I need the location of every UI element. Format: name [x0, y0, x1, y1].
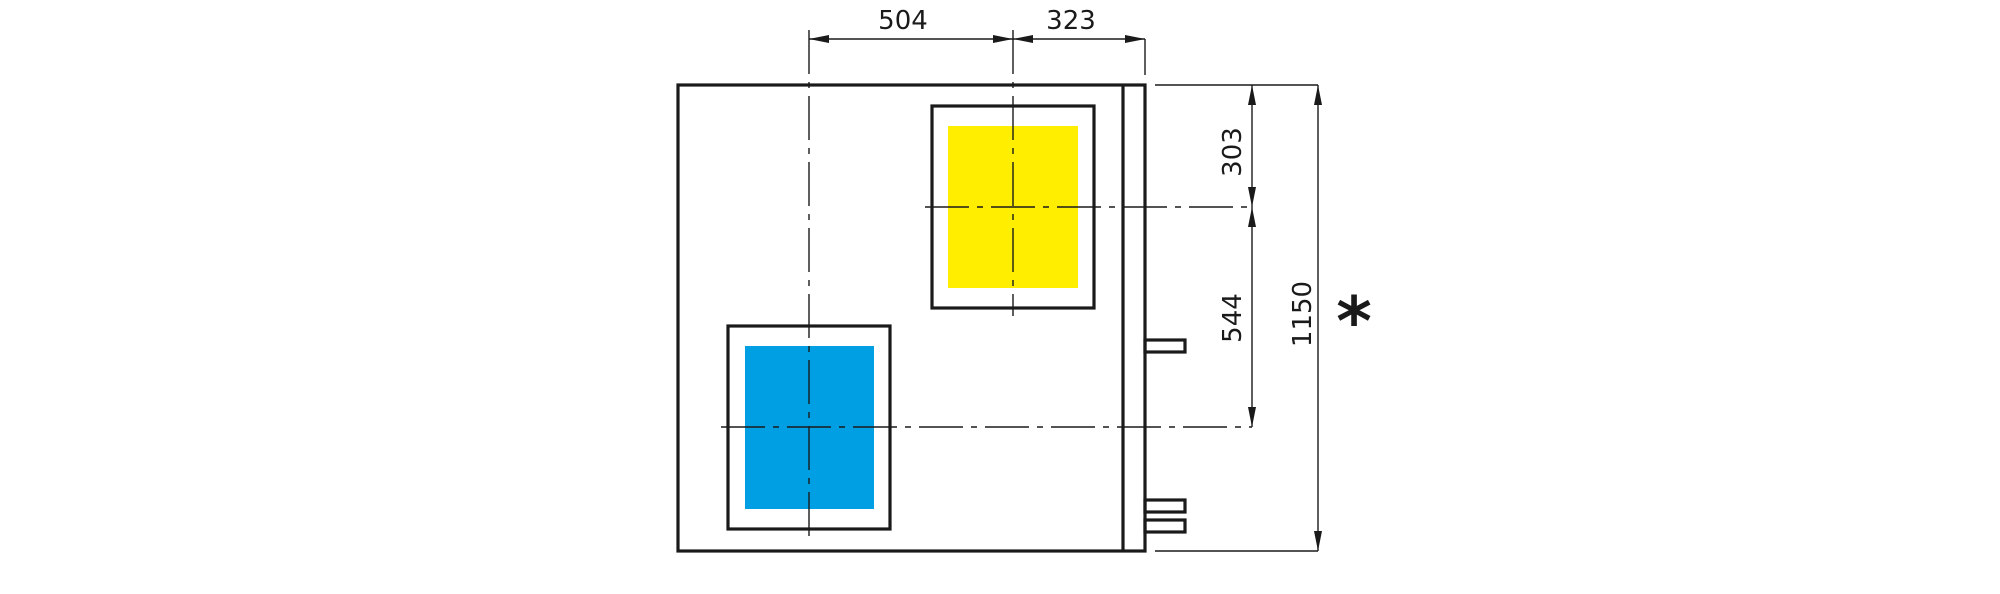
- dim-label-right-upper: 303: [1218, 127, 1248, 177]
- dim-overall-arrow-bottom: [1314, 531, 1322, 551]
- dim-label-top-right: 323: [1046, 6, 1096, 36]
- note-asterisk: *: [1336, 283, 1372, 362]
- dim-label-right-lower: 544: [1218, 293, 1248, 343]
- dim-label-overall: 1150: [1288, 281, 1318, 347]
- connector-lower-2: [1143, 518, 1187, 534]
- cabinet-outline: [676, 83, 1147, 553]
- connector-lower-1: [1143, 498, 1187, 514]
- dim-right-upper-arrow-top: [1248, 85, 1256, 105]
- dim-label-top-left: 504: [878, 6, 928, 36]
- dim-right-lower-arrow-top: [1248, 207, 1256, 227]
- dim-overall-arrow-top: [1314, 85, 1322, 105]
- dim-top-arrow-left-start: [809, 35, 829, 43]
- dim-top-arrow-right-end: [1125, 35, 1145, 43]
- dim-right-upper-arrow-bottom: [1248, 187, 1256, 207]
- connector-upper: [1143, 338, 1187, 354]
- dim-top-arrow-right-start: [1013, 35, 1033, 43]
- dim-right-lower-arrow-bottom: [1248, 407, 1256, 427]
- dim-top-arrow-left-end: [993, 35, 1013, 43]
